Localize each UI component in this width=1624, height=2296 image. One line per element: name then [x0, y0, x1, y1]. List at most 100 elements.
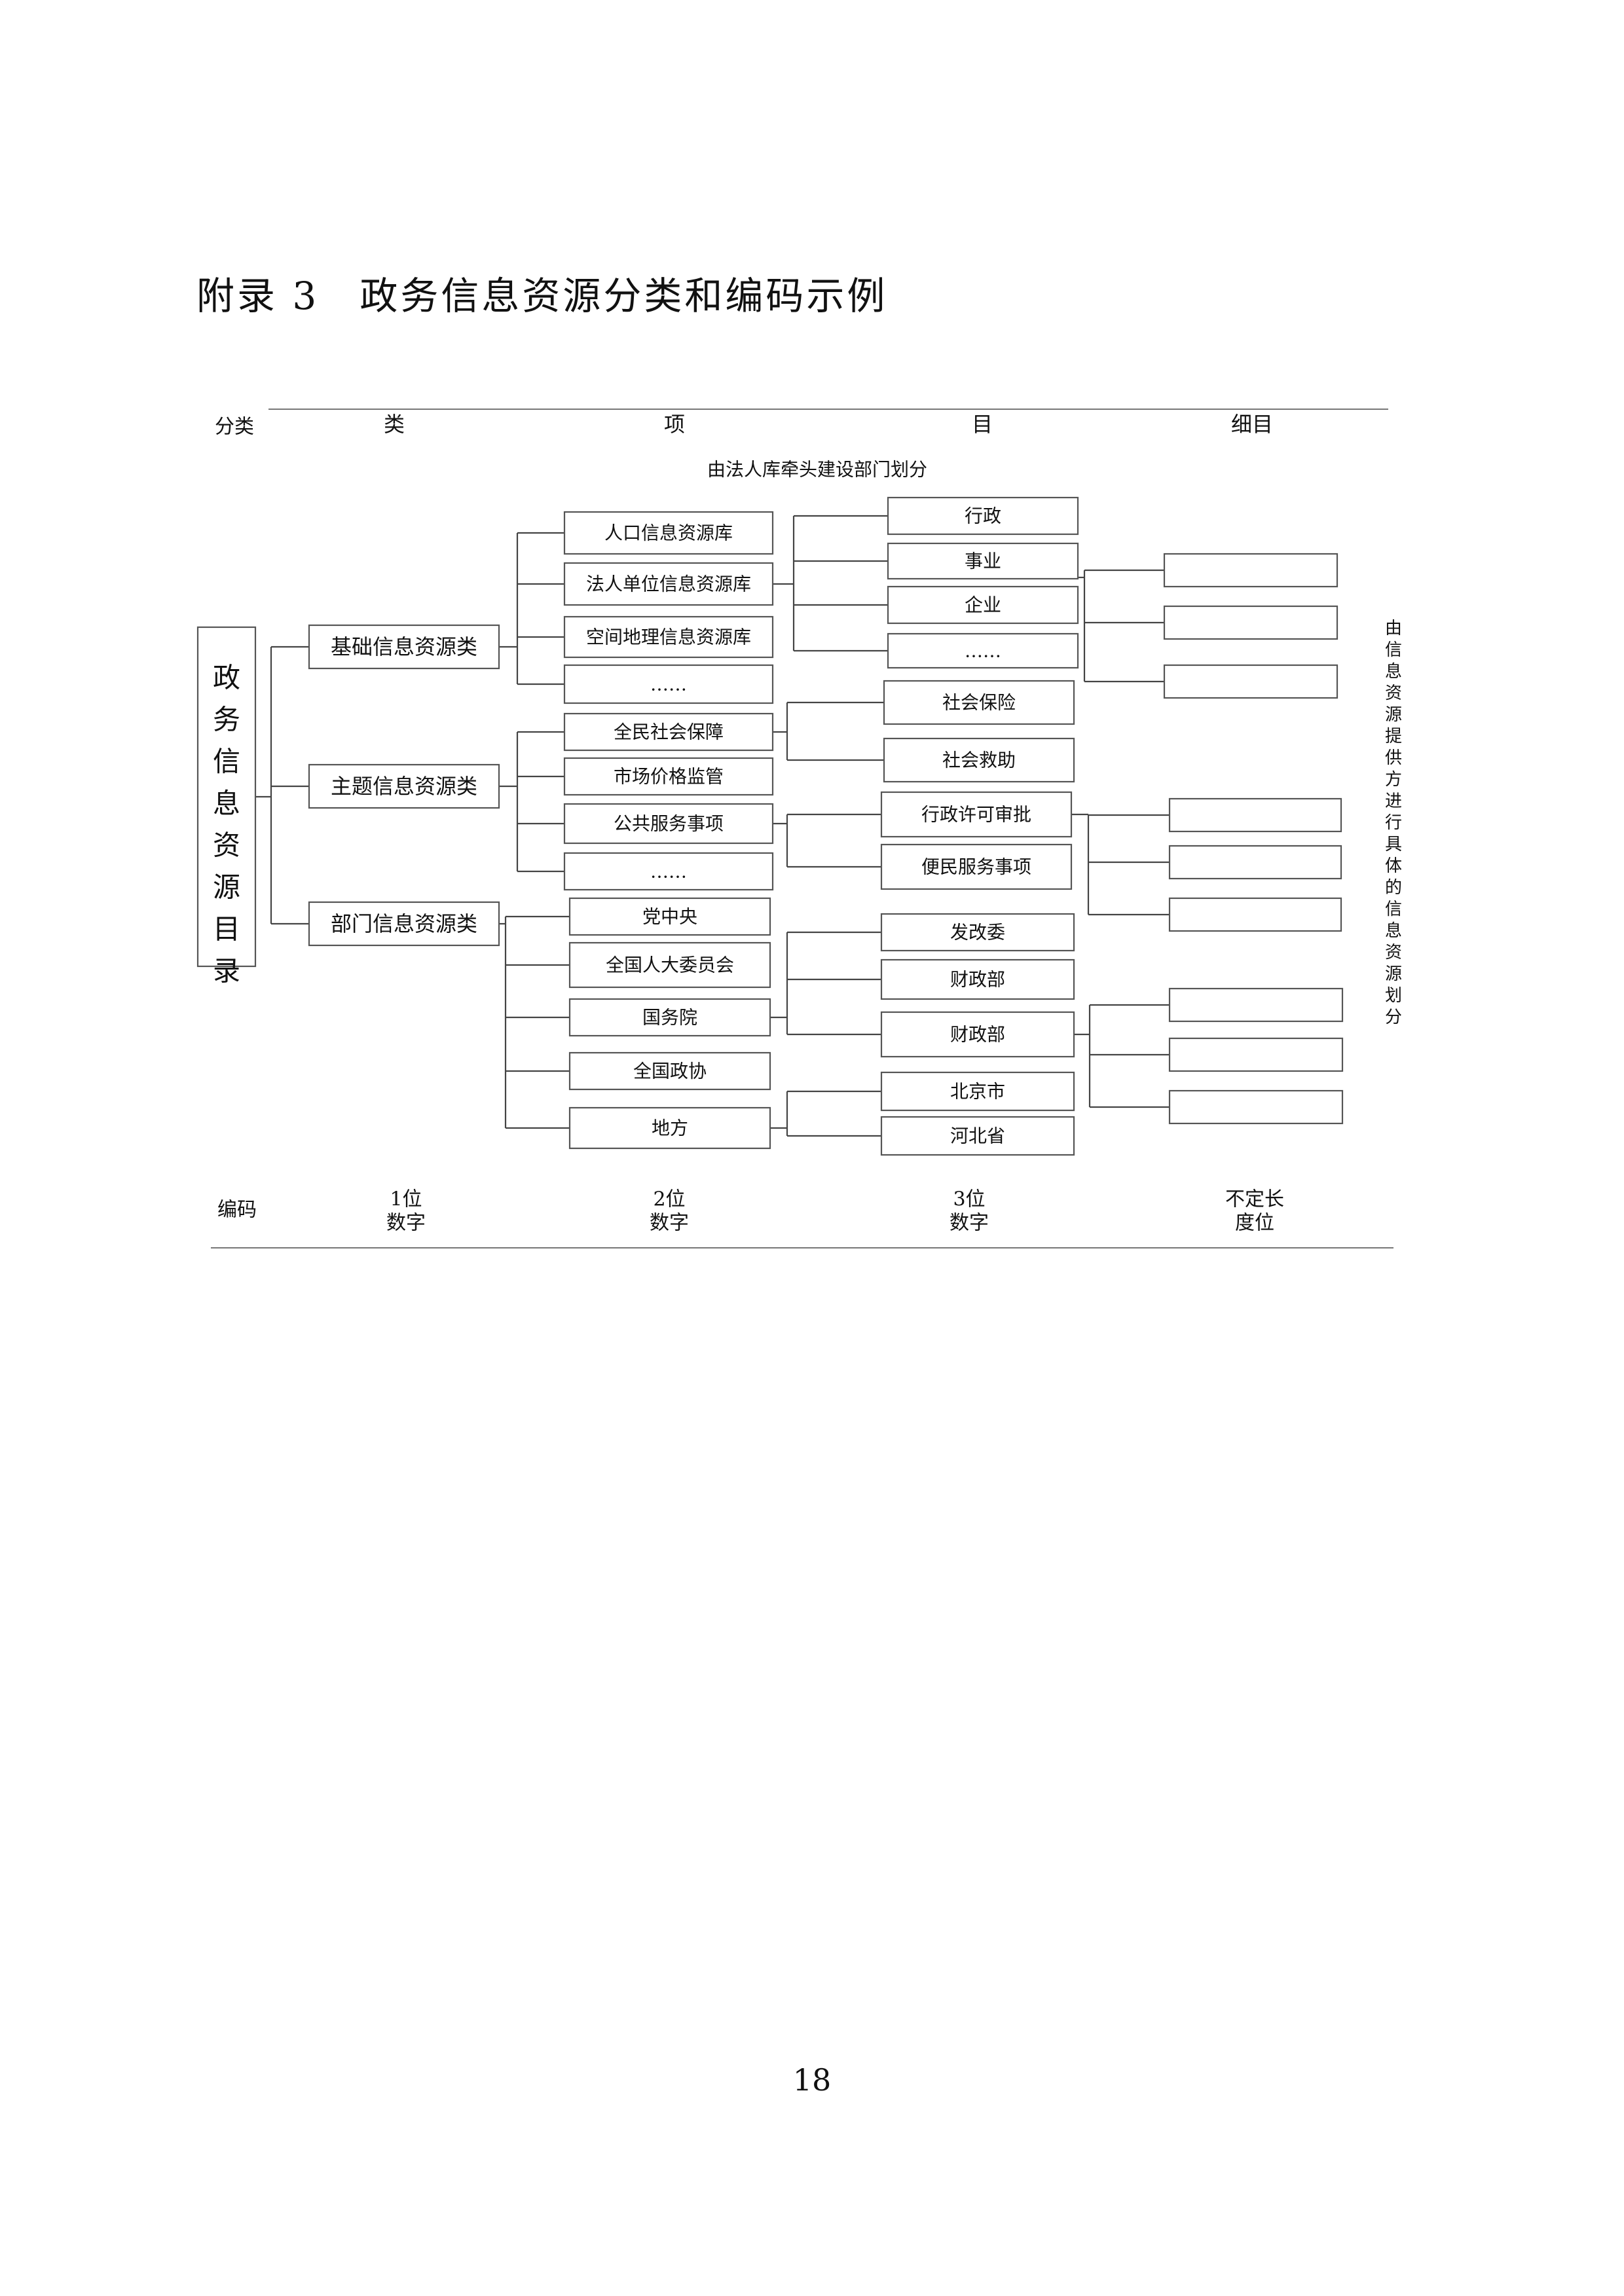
legal-target-2 — [887, 542, 1079, 580]
public-service-target-2-label: 便民服务事项 — [921, 856, 1031, 878]
root-char-0: 政 — [213, 662, 240, 694]
basic-item-2-label: 法人单位信息资源库 — [586, 574, 751, 595]
dept-item-1-label: 党中央 — [642, 906, 697, 928]
state-council-target-2 — [880, 958, 1075, 1000]
social-security-target-2-label: 社会救助 — [942, 750, 1016, 771]
side-note-char-2: 息 — [1385, 662, 1402, 682]
page-number: 18 — [792, 2062, 832, 2098]
basic-item-1-label: 人口信息资源库 — [604, 522, 733, 544]
root-char-2: 信 — [213, 746, 240, 778]
side-note-char-17: 划 — [1385, 986, 1402, 1006]
basic-item-3-label: 空间地理信息资源库 — [586, 627, 751, 648]
detail-service-box-1 — [1168, 797, 1342, 833]
state-council-target-1 — [880, 913, 1075, 952]
theme-item-4 — [563, 852, 774, 891]
root-char-4: 资 — [213, 829, 240, 862]
theme-item-2-label: 市场价格监管 — [614, 766, 724, 788]
legal-target-4-label: …… — [965, 640, 1001, 662]
state-council-target-2-label: 财政部 — [950, 969, 1005, 991]
detail-legal-box-2 — [1163, 605, 1338, 640]
dept-item-3 — [568, 998, 771, 1037]
root-char-5: 源 — [213, 871, 240, 903]
side-note-char-12: 的 — [1385, 878, 1402, 898]
root-char-6: 目 — [213, 913, 240, 945]
root-char-1: 务 — [213, 704, 240, 736]
social-security-target-1-label: 社会保险 — [942, 692, 1016, 714]
theme-item-4-label: …… — [650, 861, 687, 883]
code-3-line-2: 数字 — [950, 1212, 989, 1235]
detail-ministry-box-2 — [1168, 1037, 1344, 1072]
local-target-1 — [880, 1071, 1075, 1112]
side-note-char-7: 方 — [1385, 770, 1402, 790]
basic-item-3 — [563, 615, 774, 659]
side-note-char-5: 提 — [1385, 727, 1402, 746]
theme-item-2 — [563, 757, 774, 796]
detail-service-box-3 — [1168, 897, 1342, 932]
code-label: 编码 — [217, 1199, 257, 1222]
code-1-line-2: 数字 — [386, 1212, 426, 1235]
side-note-char-6: 供 — [1385, 748, 1402, 768]
state-council-target-3 — [880, 1011, 1075, 1058]
category-box-3 — [308, 901, 500, 947]
root-char-3: 息 — [213, 788, 240, 820]
column-heading-3: 目 — [972, 412, 993, 437]
column-heading-1: 类 — [384, 412, 405, 437]
code-2-line-2: 数字 — [650, 1212, 689, 1235]
dept-item-1 — [568, 897, 771, 936]
side-note-char-15: 资 — [1385, 943, 1402, 962]
theme-item-1 — [563, 712, 774, 752]
category-box-1 — [308, 624, 500, 670]
dept-item-5 — [568, 1106, 771, 1150]
theme-item-3-label: 公共服务事项 — [614, 813, 724, 835]
side-note-char-14: 息 — [1385, 921, 1402, 941]
side-note-char-1: 信 — [1385, 640, 1402, 660]
side-note-char-10: 具 — [1385, 835, 1402, 854]
side-note-char-13: 信 — [1385, 900, 1402, 919]
public-service-target-1 — [880, 791, 1073, 838]
detail-ministry-box-3 — [1168, 1089, 1344, 1125]
public-service-target-1-label: 行政许可审批 — [921, 804, 1031, 826]
category-box-2 — [308, 763, 500, 809]
side-note-char-0: 由 — [1385, 619, 1402, 638]
basic-item-1 — [563, 511, 774, 555]
side-note-char-11: 体 — [1385, 856, 1402, 876]
column-heading-2: 项 — [664, 412, 685, 437]
local-target-1-label: 北京市 — [950, 1081, 1005, 1102]
basic-item-2 — [563, 562, 774, 606]
local-target-2-label: 河北省 — [950, 1125, 1005, 1147]
legal-target-3 — [887, 585, 1079, 625]
social-security-target-1 — [883, 680, 1075, 725]
root-box — [196, 626, 257, 968]
public-service-target-2 — [880, 843, 1073, 890]
side-note-char-16: 源 — [1385, 964, 1402, 984]
state-council-target-1-label: 发改委 — [950, 922, 1005, 943]
dept-item-2 — [568, 941, 771, 989]
theme-item-3 — [563, 803, 774, 845]
side-note-char-4: 源 — [1385, 705, 1402, 725]
side-note-char-9: 行 — [1385, 813, 1402, 833]
category-box-3-label: 部门信息资源类 — [331, 911, 477, 936]
legal-target-2-label: 事业 — [965, 551, 1001, 572]
classification-label: 分类 — [215, 416, 254, 439]
detail-service-box-2 — [1168, 845, 1342, 880]
dept-item-4-label: 全国政协 — [633, 1061, 707, 1082]
theme-item-1-label: 全民社会保障 — [614, 721, 724, 743]
dept-item-5-label: 地方 — [652, 1118, 688, 1139]
detail-legal-box-3 — [1163, 664, 1338, 699]
side-note-char-3: 资 — [1385, 683, 1402, 703]
code-4-line-1: 不定长 — [1225, 1188, 1284, 1211]
dept-item-2-label: 全国人大委员会 — [606, 955, 734, 976]
code-1-line-1: 1位 — [390, 1188, 422, 1211]
local-target-2 — [880, 1116, 1075, 1156]
social-security-target-2 — [883, 737, 1075, 783]
legal-target-3-label: 企业 — [965, 594, 1001, 616]
page-title: 附录 3 政务信息资源分类和编码示例 — [196, 274, 888, 318]
category-box-2-label: 主题信息资源类 — [331, 774, 477, 799]
basic-item-4 — [563, 664, 774, 704]
legal-target-1 — [887, 496, 1079, 536]
code-2-line-1: 2位 — [653, 1188, 685, 1211]
detail-legal-box-1 — [1163, 553, 1338, 588]
division-note: 由法人库牵头建设部门划分 — [707, 459, 927, 481]
dept-item-3-label: 国务院 — [642, 1007, 697, 1029]
